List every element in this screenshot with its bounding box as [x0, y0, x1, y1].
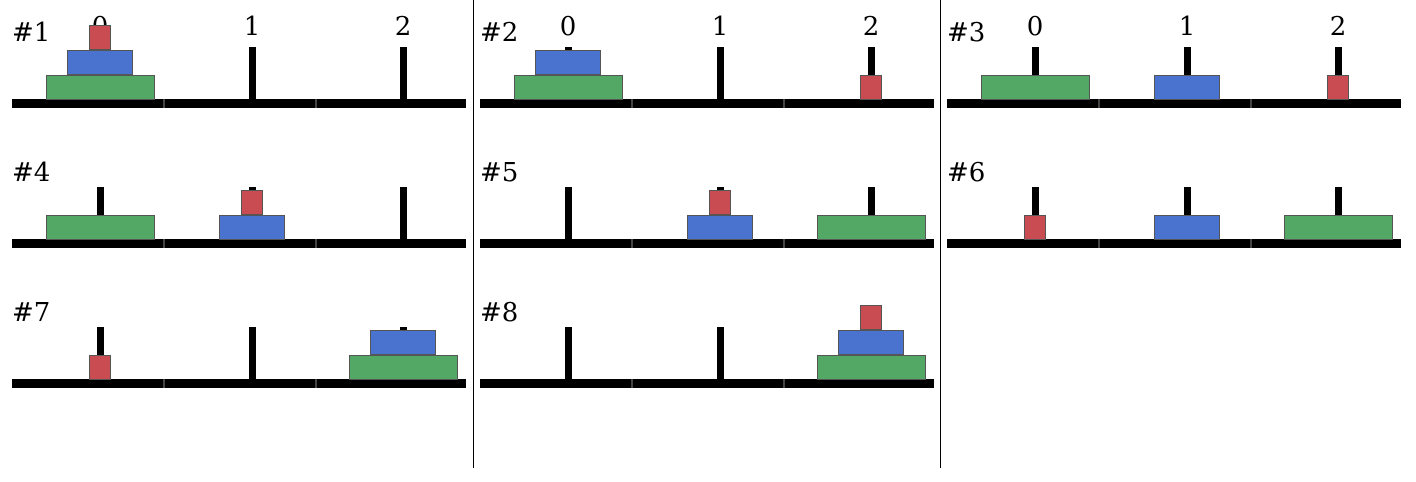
- column-separator: [940, 0, 941, 468]
- peg-2: [399, 47, 407, 101]
- peg-0: [1031, 187, 1039, 241]
- peg-base: [480, 99, 934, 108]
- base-segment-divider: [631, 99, 633, 108]
- disk-small: [89, 355, 111, 380]
- hanoi-panel: #8: [480, 280, 938, 420]
- peg-1: [248, 47, 256, 101]
- disk-medium: [219, 215, 285, 240]
- disk-large: [980, 75, 1090, 100]
- peg-label: 1: [1178, 12, 1196, 42]
- peg-label: 1: [711, 12, 729, 42]
- disk-medium: [370, 330, 436, 355]
- hanoi-panel: #2 0 1 2: [480, 0, 938, 140]
- step-label: #6: [947, 158, 986, 188]
- disk-small: [241, 190, 263, 215]
- hanoi-panel: #7: [12, 280, 470, 420]
- disk-large: [45, 215, 155, 240]
- disk-medium: [67, 50, 133, 75]
- base-segment-divider: [783, 379, 785, 388]
- step-label: #5: [480, 158, 519, 188]
- disk-small: [860, 75, 882, 100]
- peg-base: [12, 379, 466, 388]
- base-segment-divider: [1098, 239, 1100, 248]
- peg-0: [564, 187, 572, 241]
- disk-small: [860, 305, 882, 330]
- disk-small: [709, 190, 731, 215]
- peg-1: [716, 47, 724, 101]
- base-segment-divider: [1250, 99, 1252, 108]
- step-label: #7: [12, 298, 51, 328]
- disk-medium: [838, 330, 904, 355]
- disk-large: [348, 355, 458, 380]
- base-segment-divider: [1250, 239, 1252, 248]
- peg-1: [248, 327, 256, 381]
- peg-base: [480, 379, 934, 388]
- hanoi-panel: #5: [480, 140, 938, 280]
- peg-2: [867, 187, 875, 241]
- disk-large: [816, 355, 926, 380]
- peg-0: [1031, 47, 1039, 101]
- base-segment-divider: [783, 99, 785, 108]
- hanoi-panel: #1012: [12, 0, 470, 140]
- disk-medium: [535, 50, 601, 75]
- peg-base: [947, 239, 1401, 248]
- peg-base: [12, 239, 466, 248]
- peg-base: [480, 239, 934, 248]
- base-segment-divider: [163, 239, 165, 248]
- base-segment-divider: [315, 239, 317, 248]
- peg-1: [716, 327, 724, 381]
- hanoi-panel: #4: [12, 140, 470, 280]
- disk-medium: [1154, 75, 1220, 100]
- base-segment-divider: [631, 239, 633, 248]
- disk-large: [45, 75, 155, 100]
- step-label: #3: [947, 18, 986, 48]
- base-segment-divider: [163, 99, 165, 108]
- column-separator: [473, 0, 474, 468]
- hanoi-panel: #6: [947, 140, 1405, 280]
- base-segment-divider: [163, 379, 165, 388]
- base-segment-divider: [315, 99, 317, 108]
- base-segment-divider: [1098, 99, 1100, 108]
- peg-2: [1334, 47, 1342, 101]
- disk-large: [816, 215, 926, 240]
- step-label: #4: [12, 158, 51, 188]
- peg-label: 0: [1026, 12, 1044, 42]
- peg-base: [947, 99, 1401, 108]
- peg-label: 2: [1329, 12, 1347, 42]
- peg-label: 2: [862, 12, 880, 42]
- disk-medium: [687, 215, 753, 240]
- peg-2: [1334, 187, 1342, 241]
- peg-0: [96, 187, 104, 241]
- peg-label: 2: [394, 12, 412, 42]
- disk-small: [1024, 215, 1046, 240]
- peg-0: [564, 327, 572, 381]
- disk-large: [513, 75, 623, 100]
- step-label: #8: [480, 298, 519, 328]
- disk-medium: [1154, 215, 1220, 240]
- peg-2: [399, 187, 407, 241]
- base-segment-divider: [783, 239, 785, 248]
- disk-small: [1327, 75, 1349, 100]
- hanoi-panel: #3 0 1 2: [947, 0, 1405, 140]
- step-label: #2: [480, 18, 519, 48]
- peg-label: 0: [559, 12, 577, 42]
- peg-base: [12, 99, 466, 108]
- peg-2: [867, 47, 875, 101]
- peg-0: [96, 327, 104, 381]
- base-segment-divider: [631, 379, 633, 388]
- disk-small: [89, 25, 111, 50]
- peg-label: 1: [243, 12, 261, 42]
- peg-1: [1183, 47, 1191, 101]
- disk-large: [1283, 215, 1393, 240]
- peg-1: [1183, 187, 1191, 241]
- step-label: #1: [12, 18, 51, 48]
- base-segment-divider: [315, 379, 317, 388]
